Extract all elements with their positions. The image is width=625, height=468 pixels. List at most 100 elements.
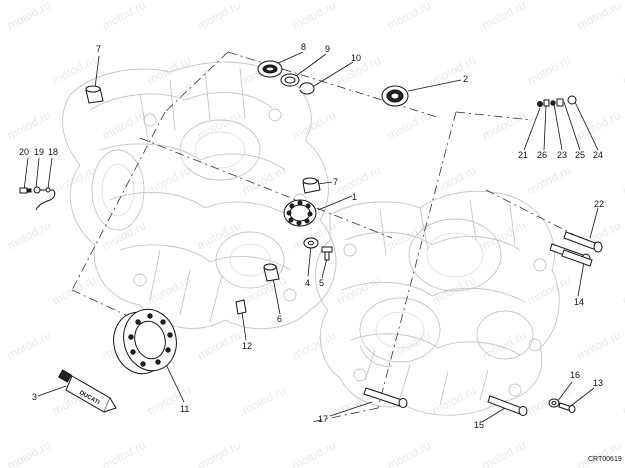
bolt-part-22 <box>563 231 603 253</box>
watermark-text: motod.ru <box>480 438 528 468</box>
callout-14: 14 <box>574 297 584 307</box>
watermark-text: motod.ru <box>385 328 433 363</box>
watermark-text: motod.ru <box>290 328 338 363</box>
callout-25: 25 <box>575 150 585 160</box>
watermark-text: motod.ru <box>480 218 528 253</box>
watermark-text: motod.ru <box>5 108 53 143</box>
watermark-text: motod.ru <box>575 328 623 363</box>
callout-8: 8 <box>301 42 306 52</box>
watermark-text: motod.ru <box>480 108 528 143</box>
watermark-text: motod.ru <box>290 0 338 33</box>
watermark-text: motod.ru <box>620 383 625 418</box>
watermark-text: motod.ru <box>430 163 478 198</box>
bolt-part-14 <box>549 243 593 267</box>
callout-1: 1 <box>352 192 357 202</box>
callout-2: 2 <box>463 74 468 84</box>
bearing-part-9 <box>280 73 300 87</box>
watermark-text: motod.ru <box>480 328 528 363</box>
circlip-part-10 <box>299 82 315 95</box>
watermark-text: motod.ru <box>525 383 573 418</box>
callout-15: 15 <box>474 420 484 430</box>
leader-lines <box>23 51 599 423</box>
watermark-text: motod.ru <box>195 0 243 33</box>
roller-bearing-part-2 <box>381 85 409 107</box>
watermark-text: motod.ru <box>575 438 623 468</box>
callout-20: 20 <box>19 147 29 157</box>
watermark-text: motod.ru <box>575 0 623 33</box>
callout-7-center: 7 <box>333 177 338 187</box>
dowel-part-7-center <box>302 177 321 194</box>
ball-bearing-part-1 <box>283 199 317 227</box>
callout-labels: 1 2 3 4 5 6 7 7 8 9 10 11 12 13 14 15 16… <box>19 42 604 430</box>
watermark-text: motod.ru <box>100 218 148 253</box>
callout-3: 3 <box>32 392 37 402</box>
callout-5: 5 <box>319 278 324 288</box>
watermark-text: motod.ru <box>575 108 623 143</box>
watermark-text: motod.ru <box>335 163 383 198</box>
watermark-text: motod.ru <box>5 218 53 253</box>
watermark-text: motod.ru <box>5 328 53 363</box>
bushing-part-6 <box>263 263 280 282</box>
watermark-text: motod.ru <box>5 438 53 468</box>
watermark-text: motod.ru <box>290 438 338 468</box>
watermark-text: motod.ru <box>100 438 148 468</box>
watermark-text: motod.ru <box>50 53 98 88</box>
watermark-text: motod.ru <box>525 163 573 198</box>
callout-9: 9 <box>325 44 330 54</box>
washer-part-4 <box>303 237 319 249</box>
callout-23: 23 <box>557 150 567 160</box>
callout-12: 12 <box>242 341 252 351</box>
callout-17: 17 <box>318 414 328 424</box>
bolt-part-15 <box>487 395 528 416</box>
watermark-text: motod.ru <box>385 108 433 143</box>
watermark-text: motod.ru <box>525 53 573 88</box>
callout-24: 24 <box>593 150 603 160</box>
watermark-text: motod.ru <box>335 273 383 308</box>
watermark-text: motod.ru <box>430 383 478 418</box>
callout-4: 4 <box>305 278 310 288</box>
watermark-text: motod.ru <box>195 328 243 363</box>
callout-19: 19 <box>34 147 44 157</box>
callout-13: 13 <box>593 378 603 388</box>
watermark-text: motod.ru <box>430 53 478 88</box>
drawing-code: CRT00619 <box>588 456 622 463</box>
hook-assembly-18-19-20 <box>19 186 56 211</box>
watermark-text: motod.ru <box>145 53 193 88</box>
right-crankcase-half <box>315 190 560 416</box>
callout-16: 16 <box>570 370 580 380</box>
callout-11: 11 <box>180 404 189 414</box>
watermark-text: motod.ru <box>195 438 243 468</box>
bearing-part-8 <box>257 60 283 78</box>
watermark-text: motod.ru <box>240 273 288 308</box>
watermark-text: motod.ru <box>620 273 625 308</box>
small-parts-stack-21-26-23-25-24 <box>537 95 577 107</box>
assembly-axis-lines <box>71 51 601 423</box>
watermark-text: motod.ru <box>290 108 338 143</box>
watermark-text: motod.ru <box>240 383 288 418</box>
callout-18: 18 <box>48 147 58 157</box>
callout-22: 22 <box>594 199 604 209</box>
callout-6: 6 <box>277 314 282 324</box>
watermark-text: motod.ru <box>50 273 98 308</box>
watermark-text: motod.ru <box>385 0 433 33</box>
watermark-text: motod.ru <box>620 163 625 198</box>
pin-part-12 <box>235 299 247 315</box>
watermark-text: motod.ru <box>525 273 573 308</box>
left-crankcase-half <box>62 61 337 330</box>
callout-21: 21 <box>518 150 528 160</box>
bolt-part-13 <box>558 402 576 413</box>
washer-part-16 <box>548 398 560 408</box>
watermark-text: motod.ru <box>100 0 148 33</box>
watermark-text: motod.ru <box>335 383 383 418</box>
watermark-text: motod.ru <box>5 0 53 33</box>
dowel-part-7-upper <box>85 85 104 104</box>
bolt-part-17 <box>363 387 408 408</box>
callout-26: 26 <box>537 150 547 160</box>
large-bearing-part-11 <box>113 308 177 375</box>
watermark-text: motod.ru <box>100 108 148 143</box>
watermark-text: motod.ru <box>480 0 528 33</box>
watermark-text: motod.ru <box>385 438 433 468</box>
bolt-part-5 <box>321 246 333 261</box>
